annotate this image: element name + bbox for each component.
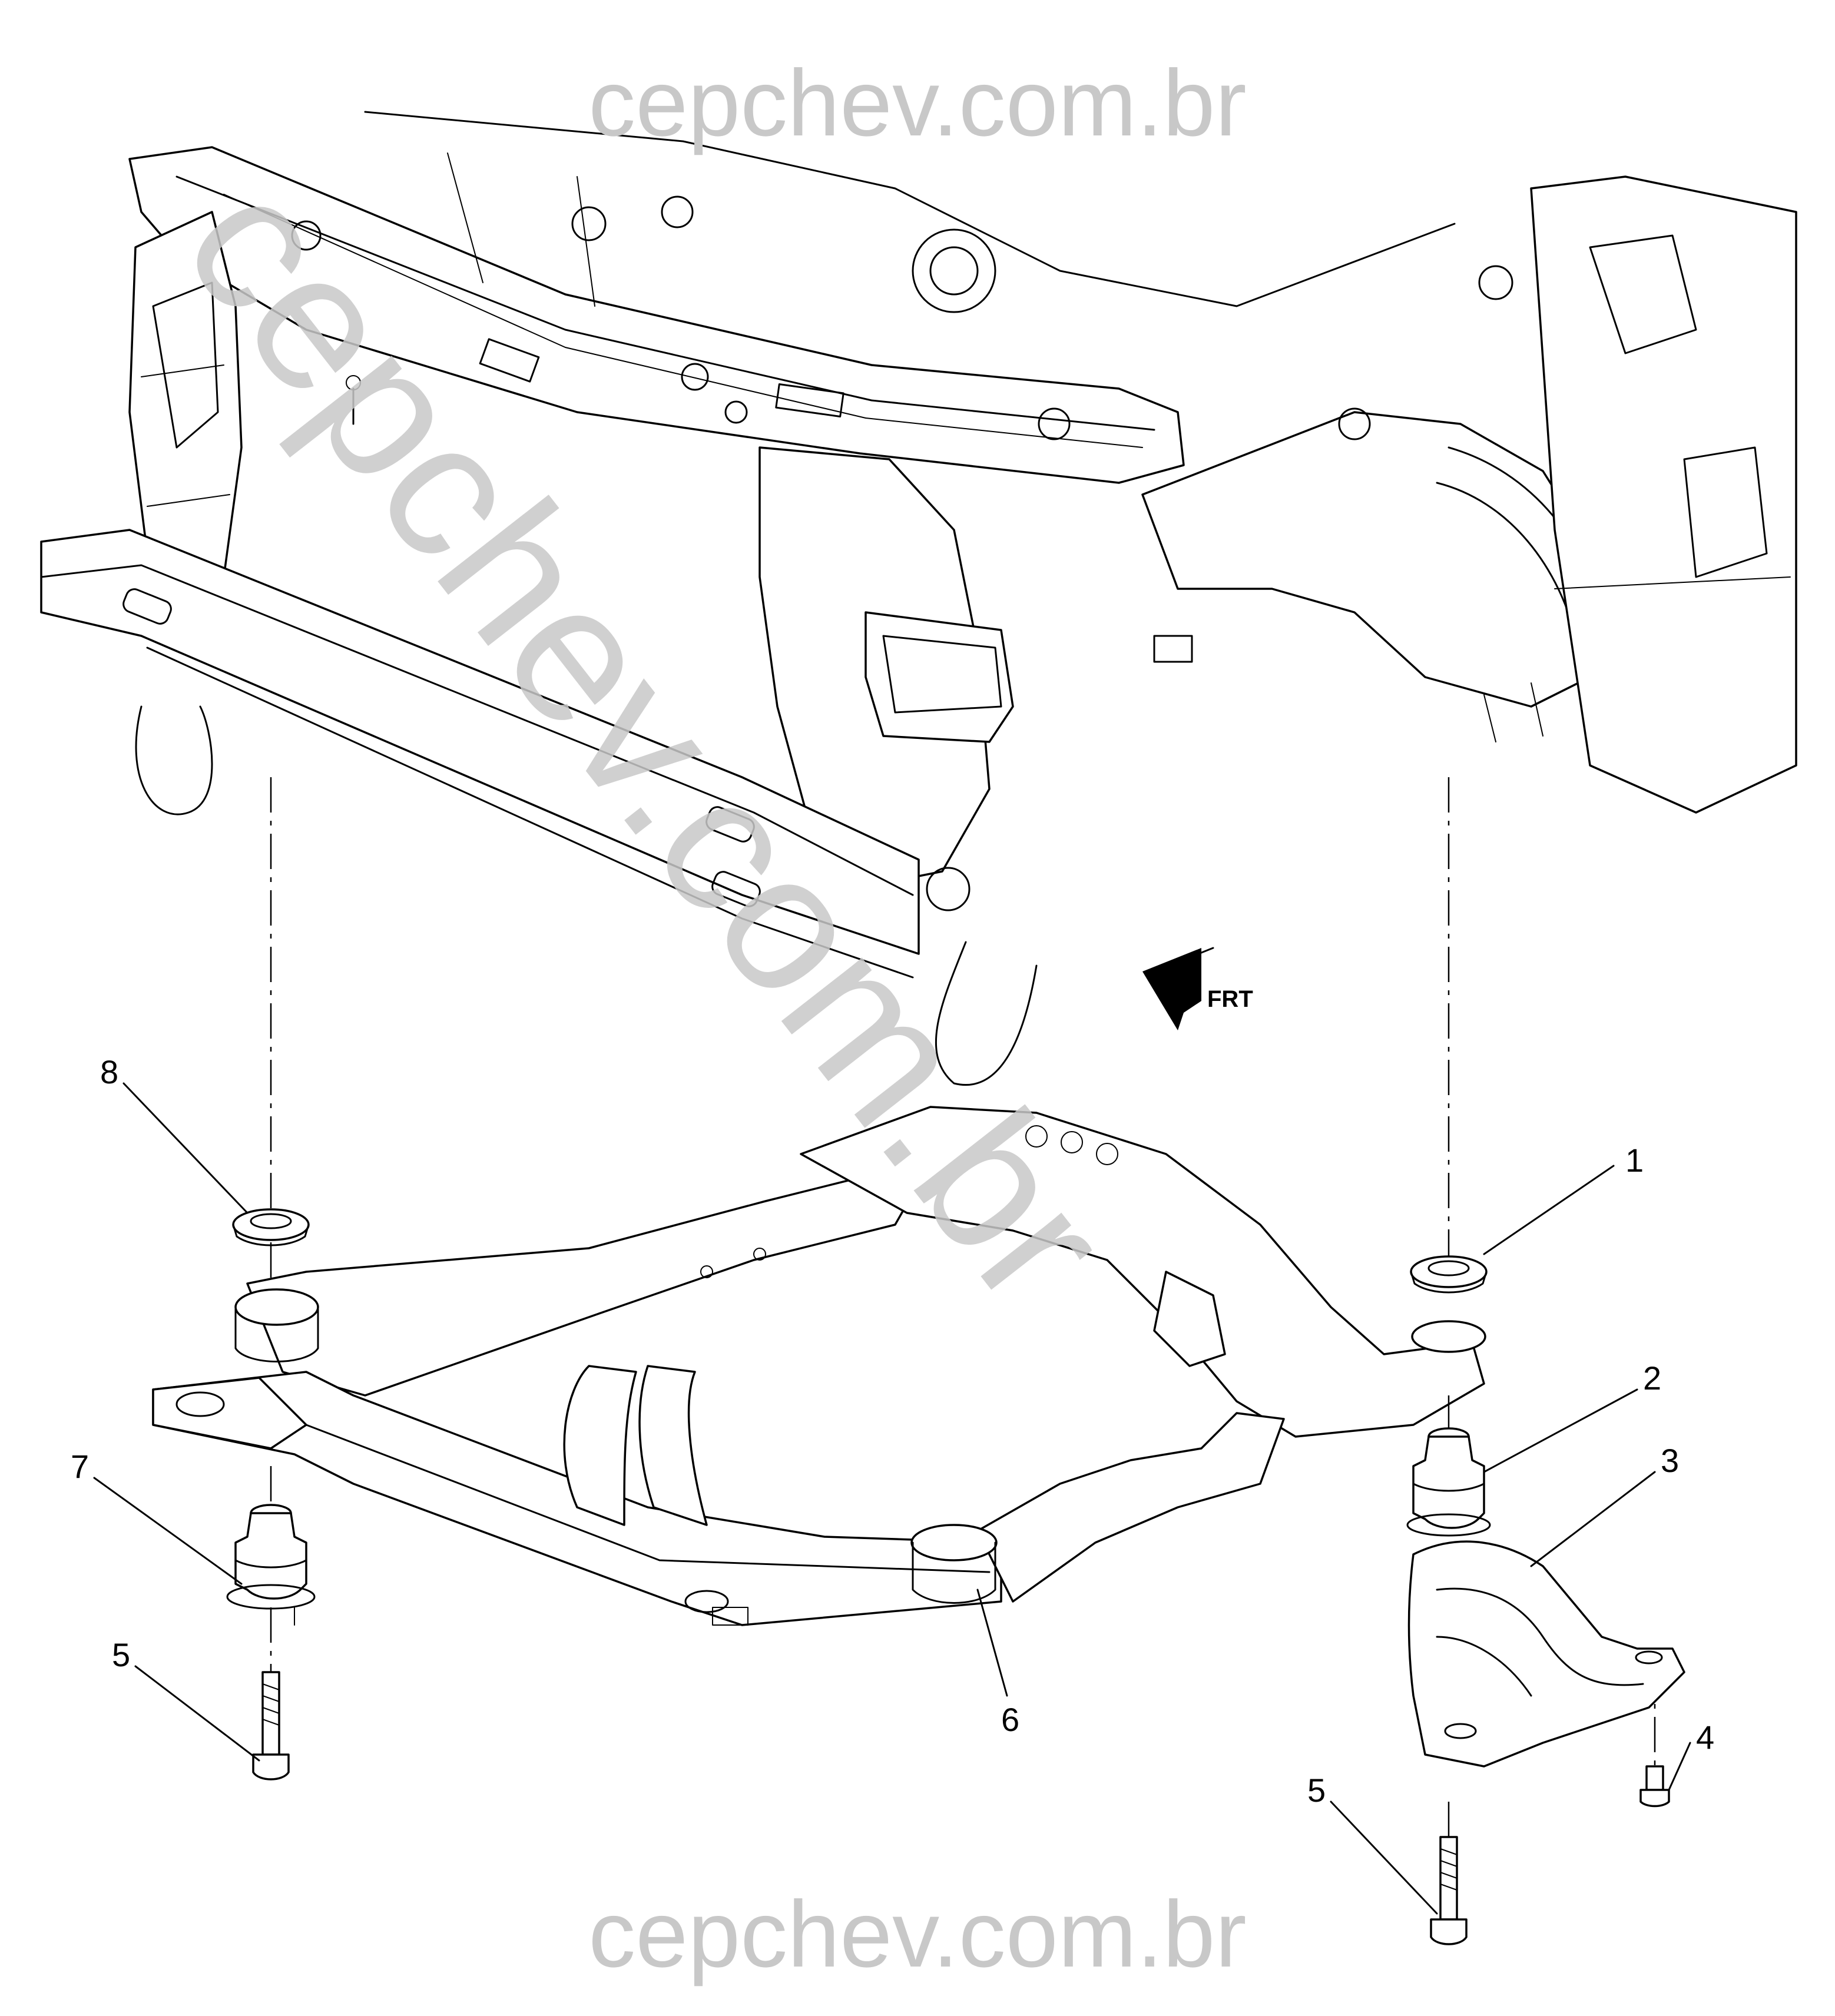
upper-insulator-right — [1410, 1255, 1488, 1294]
engine-cradle-frame — [152, 1106, 1486, 1626]
callout-1: 1 — [1625, 1142, 1644, 1179]
vehicle-body-structure — [40, 111, 1797, 1086]
frame-bolt-left — [252, 1671, 290, 1780]
callout-4: 4 — [1696, 1719, 1714, 1756]
callout-labels: 1 2 3 4 5 5 6 7 8 — [71, 1053, 1714, 1809]
bracket-bolt — [1639, 1765, 1670, 1808]
callout-5-left: 5 — [112, 1636, 130, 1673]
lower-insulator-left — [226, 1504, 316, 1626]
callout-5-right: 5 — [1307, 1772, 1326, 1809]
upper-insulator-left — [232, 1208, 310, 1246]
frame-bolt-right — [1430, 1836, 1468, 1945]
front-arrow-label: FRT — [1207, 986, 1253, 1012]
callout-6: 6 — [1001, 1701, 1019, 1738]
callout-7: 7 — [71, 1448, 89, 1485]
lower-insulator-right — [1406, 1427, 1491, 1537]
watermark-top: cepchev.com.br — [588, 50, 1247, 155]
callout-3: 3 — [1661, 1442, 1679, 1479]
frame-reinforcement-bracket — [1407, 1540, 1685, 1768]
callout-8: 8 — [100, 1053, 118, 1090]
callout-leaders — [93, 1082, 1691, 1915]
callout-2: 2 — [1643, 1360, 1661, 1397]
front-direction-arrow-icon: FRT — [1142, 947, 1253, 1030]
watermark-bottom: cepchev.com.br — [588, 1881, 1247, 1987]
